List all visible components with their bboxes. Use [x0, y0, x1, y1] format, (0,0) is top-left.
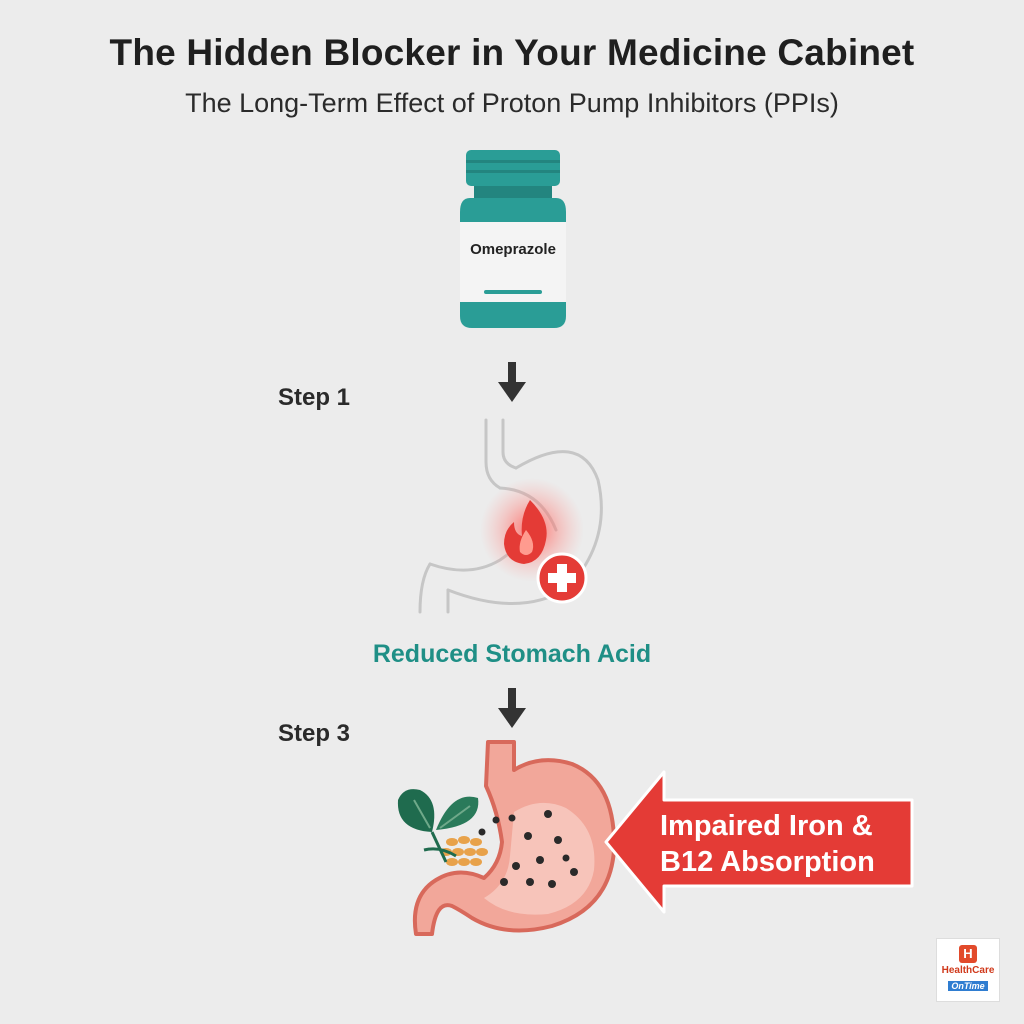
leaf-icon: [397, 789, 479, 863]
callout-line-2: B12 Absorption: [660, 846, 875, 878]
logo-mark: H: [959, 945, 977, 963]
flame-icon: [504, 500, 547, 564]
logo-line-1: HealthCare: [941, 965, 995, 976]
pill-bottle-icon: Omeprazole: [460, 150, 566, 328]
callout-line-1: Impaired Iron &: [660, 810, 873, 842]
step-3-label: Step 3: [278, 720, 351, 747]
reduced-acid-caption: Reduced Stomach Acid: [372, 640, 652, 668]
bottle-label: Omeprazole: [470, 241, 556, 258]
brand-logo[interactable]: H HealthCare OnTime: [936, 938, 1000, 1002]
page-subtitle: The Long-Term Effect of Proton Pump Inhi…: [185, 88, 839, 118]
stomach-icon: [412, 740, 617, 936]
step-1-label: Step 1: [278, 384, 351, 411]
logo-line-2: OnTime: [948, 981, 988, 991]
lentils: [440, 836, 488, 866]
down-arrow-icon: [498, 688, 526, 728]
particles: [478, 810, 578, 888]
callout-text: Impaired Iron & B12 Absorption: [660, 808, 910, 880]
medical-cross-icon: [536, 552, 588, 604]
page-title: The Hidden Blocker in Your Medicine Cabi…: [109, 32, 915, 73]
down-arrow-icon: [498, 362, 526, 402]
left-arrow-icon: [604, 770, 914, 914]
